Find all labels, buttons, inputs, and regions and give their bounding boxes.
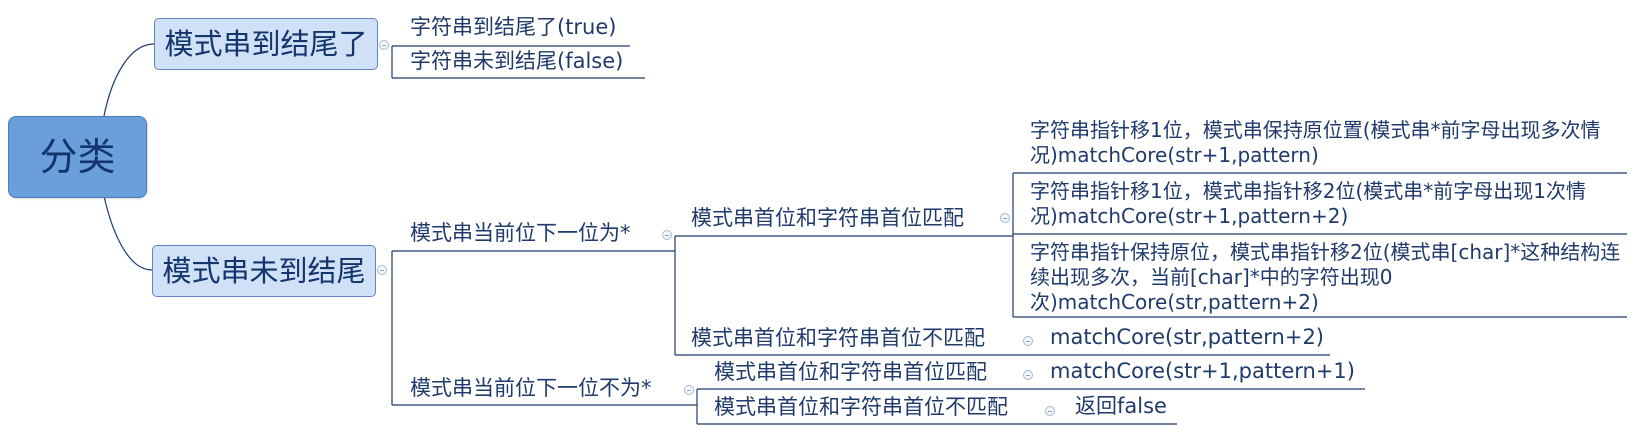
leaf-notstar-match-result[interactable]: matchCore(str+1,pattern+1)	[1050, 359, 1355, 383]
leaf-notstar-nomatch-result[interactable]: 返回false	[1075, 394, 1167, 418]
collapse-toggle-icon[interactable]	[377, 265, 387, 275]
node-next-not-star[interactable]: 模式串当前位下一位不为*	[410, 376, 652, 400]
collapse-toggle-icon[interactable]	[1000, 213, 1010, 223]
leaf-star-match-case-many[interactable]: 字符串指针移1位，模式串保持原位置(模式串*前字母出现多次情况)matchCor…	[1030, 118, 1601, 167]
node-star-first-nomatch[interactable]: 模式串首位和字符串首位不匹配	[691, 326, 985, 350]
collapse-toggle-icon[interactable]	[684, 385, 694, 395]
connector-root-branch2	[103, 195, 153, 271]
leaf-string-end-true[interactable]: 字符串到结尾了(true)	[410, 15, 617, 39]
leaf-star-nomatch-result[interactable]: matchCore(str,pattern+2)	[1050, 325, 1325, 349]
branch-pattern-end[interactable]: 模式串到结尾了	[154, 18, 378, 70]
branch-pattern-not-end[interactable]: 模式串未到结尾	[152, 245, 376, 297]
leaf-string-not-end-false[interactable]: 字符串未到结尾(false)	[410, 49, 624, 73]
collapse-toggle-icon[interactable]	[1045, 406, 1055, 416]
connector-root-branch1	[103, 43, 155, 117]
collapse-toggle-icon[interactable]	[1023, 370, 1033, 380]
leaf-star-match-case-once[interactable]: 字符串指针移1位，模式串指针移2位(模式串*前字母出现1次情况)matchCor…	[1030, 179, 1586, 228]
root-node[interactable]: 分类	[8, 116, 147, 198]
node-notstar-first-match[interactable]: 模式串首位和字符串首位匹配	[714, 360, 987, 384]
collapse-toggle-icon[interactable]	[379, 40, 389, 50]
collapse-toggle-icon[interactable]	[1023, 336, 1033, 346]
collapse-toggle-icon[interactable]	[662, 230, 672, 240]
node-notstar-first-nomatch[interactable]: 模式串首位和字符串首位不匹配	[714, 395, 1008, 419]
leaf-star-match-case-zero[interactable]: 字符串指针保持原位，模式串指针移2位(模式串[char]*这种结构连续出现多次，…	[1030, 240, 1621, 314]
node-next-is-star[interactable]: 模式串当前位下一位为*	[410, 221, 631, 245]
node-star-first-match[interactable]: 模式串首位和字符串首位匹配	[691, 206, 964, 230]
